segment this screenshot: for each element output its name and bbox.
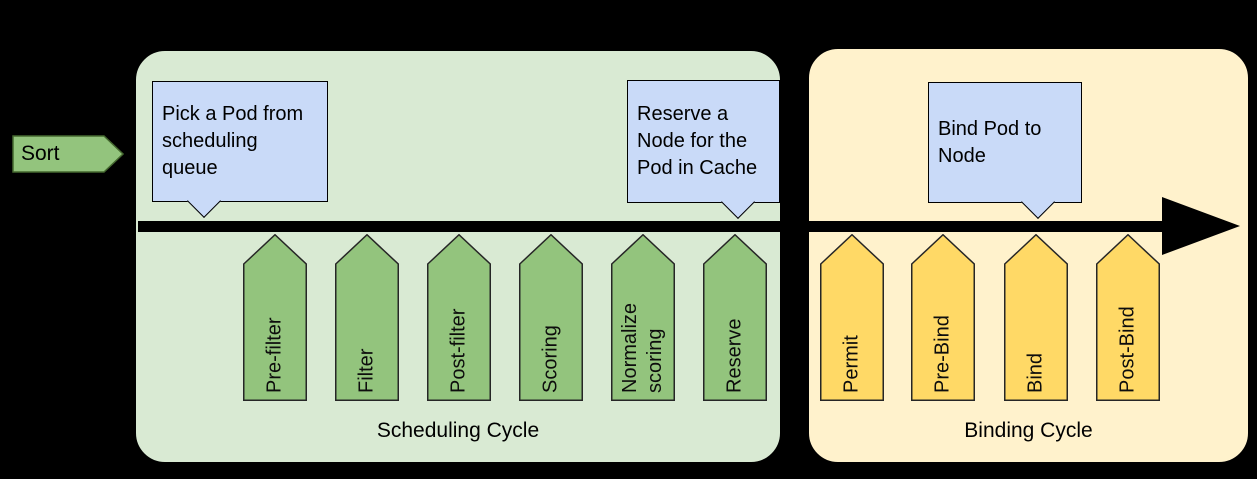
callout-bind-pod: Bind Pod to Node — [928, 82, 1082, 219]
stage-label: Reserve — [723, 318, 746, 393]
stage-label: Bind — [1024, 352, 1047, 393]
stage-post-bind: Post-Bind — [1096, 234, 1160, 401]
stage-permit: Permit — [820, 234, 884, 401]
callout-reserve-node: Reserve a Node for the Pod in Cache — [627, 80, 780, 219]
timeline-arrowhead-icon — [1162, 197, 1240, 255]
up-arrow-icon — [243, 234, 307, 401]
binding-cycle-title: Binding Cycle — [964, 419, 1093, 442]
right-arrow-icon — [12, 135, 124, 173]
stage-pre-bind: Pre-Bind — [911, 234, 975, 401]
up-arrow-icon — [427, 234, 491, 401]
callout-pick-pod: Pick a Pod from scheduling queue — [152, 81, 328, 218]
up-arrow-icon — [519, 234, 583, 401]
stage-label: Filter — [355, 348, 378, 393]
stage-pre-filter: Pre-filter — [243, 234, 307, 401]
timeline-arrow-shaft — [138, 221, 1168, 232]
up-arrow-icon — [911, 234, 975, 401]
up-arrow-icon — [611, 234, 675, 401]
up-arrow-icon — [1004, 234, 1068, 401]
stage-label: Post-filter — [447, 308, 470, 393]
stage-label: Pre-filter — [263, 316, 286, 393]
up-arrow-icon — [335, 234, 399, 401]
callout-text: Bind Pod to Node — [938, 117, 1042, 167]
stage-filter: Filter — [335, 234, 399, 401]
stage-label: Normalize scoring — [619, 302, 666, 393]
stage-label: Permit — [840, 334, 863, 393]
up-arrow-icon — [820, 234, 884, 401]
stage-scoring: Scoring — [519, 234, 583, 401]
callout-text: Reserve a Node for the Pod in Cache — [637, 103, 758, 179]
callout-text: Pick a Pod from scheduling queue — [162, 103, 304, 179]
sort-label: Sort — [21, 142, 60, 165]
stage-post-filter: Post-filter — [427, 234, 491, 401]
up-arrow-icon — [1096, 234, 1160, 401]
stage-reserve: Reserve — [703, 234, 767, 401]
stage-label: Pre-Bind — [931, 314, 954, 393]
scheduling-cycle-title: Scheduling Cycle — [376, 419, 540, 442]
stage-label: Post-Bind — [1116, 305, 1139, 393]
sort-extension-point: Sort — [12, 135, 124, 173]
up-arrow-icon — [703, 234, 767, 401]
stage-bind: Bind — [1004, 234, 1068, 401]
stage-normalize-scoring: Normalize scoring — [611, 234, 675, 401]
stage-label: Scoring — [539, 324, 562, 393]
